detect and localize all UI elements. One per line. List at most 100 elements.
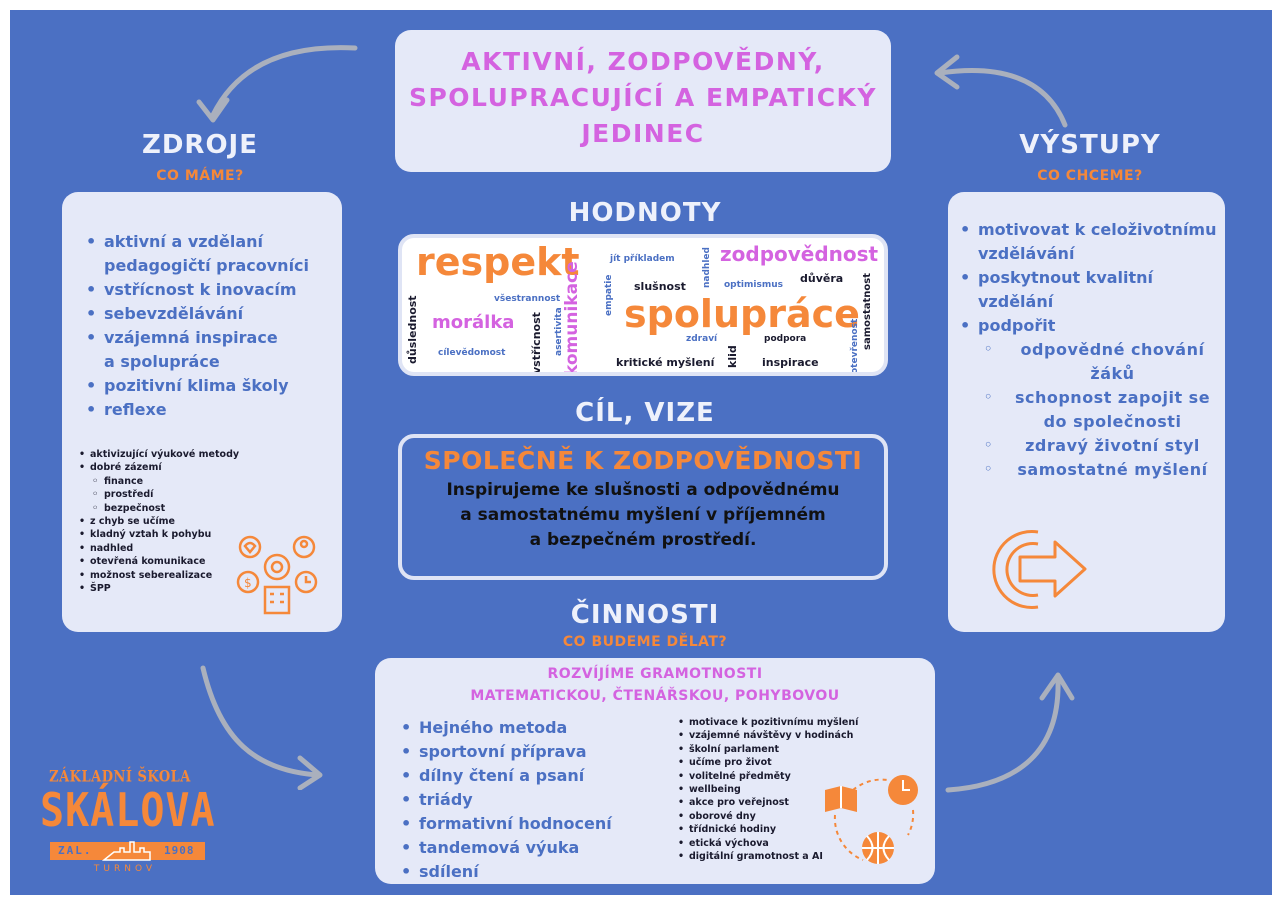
people-gear-icon: $ xyxy=(236,535,318,615)
cinnosti-list: Hejného metoda sportovní příprava dílny … xyxy=(397,716,612,884)
logo-left: ZAL. xyxy=(58,844,93,857)
list-item: a spolupráce xyxy=(104,352,220,371)
arrow-top-left-icon xyxy=(196,45,358,123)
arrow-bottom-left-icon xyxy=(200,665,323,790)
word-kriticke-mysleni: kritické myšlení xyxy=(616,356,715,369)
word-otevrenost: otevřenost xyxy=(850,318,860,374)
vystupy-card: motivovat k celoživotnímu vzdělávání pos… xyxy=(948,192,1225,632)
cil-line-1: Inspirujeme ke slušnosti a odpovědnému xyxy=(446,480,840,500)
list-item: pozitivní klima školy xyxy=(82,374,342,398)
svg-text:$: $ xyxy=(244,576,252,590)
list-item: volitelné předměty xyxy=(675,770,858,784)
hodnoty-title: HODNOTY xyxy=(568,198,722,228)
list-item: schopnost zapojit se xyxy=(956,386,1225,410)
list-item: etická výchova xyxy=(675,837,858,851)
list-item: digitální gramotnost a AI xyxy=(675,850,858,864)
list-item: prostředí xyxy=(76,488,342,502)
list-item: vstřícnost k inovacím xyxy=(82,278,342,302)
list-item: vzdělání xyxy=(978,292,1054,311)
word-asertivita: asertivita xyxy=(554,307,564,356)
word-inspirace: inspirace xyxy=(762,356,819,369)
vision-line-3: JEDINEC xyxy=(581,119,705,148)
list-item: sdílení xyxy=(397,860,612,884)
list-item: motivace k pozitivnímu myšlení xyxy=(675,716,858,730)
list-item: finance xyxy=(76,475,342,489)
vision-line-2: SPOLUPRACUJÍCÍ A EMPATICKÝ xyxy=(408,83,878,112)
zdroje-subtitle: CO MÁME? xyxy=(156,168,244,184)
vystupy-subtitle: CO CHCEME? xyxy=(1037,168,1143,184)
word-komunikace: komunikace xyxy=(562,261,582,376)
zdroje-card: aktivní a vzdělaní pedagogičtí pracovníc… xyxy=(62,192,342,632)
list-item: samostatné myšlení xyxy=(956,458,1225,482)
list-item: formativní hodnocení xyxy=(397,812,612,836)
list-item: učíme pro život xyxy=(675,756,858,770)
list-item: poskytnout kvalitní xyxy=(956,266,1225,290)
cil-line-3: a bezpečném prostředí. xyxy=(529,530,757,550)
word-samostatnost: samostatnost xyxy=(862,273,873,350)
list-item: ŠPP xyxy=(76,582,342,596)
list-item: třídnické hodiny xyxy=(675,823,858,837)
list-item: motivovat k celoživotnímu xyxy=(956,218,1225,242)
cinnosti-subtitle: CO BUDEME DĚLAT? xyxy=(562,634,728,650)
word-duvera: důvěra xyxy=(800,272,844,285)
word-zdravi: zdraví xyxy=(686,334,718,344)
cinnosti-title: ČINNOSTI xyxy=(570,600,720,630)
cinnosti-heading-2: MATEMATICKOU, ČTENÁŘSKOU, POHYBOVOU xyxy=(470,688,840,704)
list-item: Hejného metoda xyxy=(397,716,612,740)
list-item: vzájemné návštěvy v hodinách xyxy=(675,729,858,743)
list-item: možnost seberealizace xyxy=(76,569,342,583)
castle-icon xyxy=(102,841,151,861)
list-item: vzdělávání xyxy=(978,244,1075,263)
list-item: sebevzdělávání xyxy=(82,302,342,326)
list-item: odpovědné chování xyxy=(956,338,1225,362)
cinnosti-small-list: motivace k pozitivnímu myšlení vzájemné … xyxy=(675,716,858,864)
word-spoluprace: spolupráce xyxy=(624,292,860,336)
vystupy-list: motivovat k celoživotnímu vzdělávání pos… xyxy=(956,218,1225,482)
word-jit-prikladem: jít příkladem xyxy=(610,254,675,264)
list-item: sportovní příprava xyxy=(397,740,612,764)
word-nadhled: nadhled xyxy=(702,247,712,288)
list-item: dobré zázemí xyxy=(76,461,342,475)
list-item: kladný vztah k pohybu xyxy=(76,528,342,542)
arrow-bottom-right-icon xyxy=(945,672,1075,793)
word-optimismus: optimismus xyxy=(724,280,783,290)
word-moralka: morálka xyxy=(432,312,515,333)
book-clock-ball-icon xyxy=(825,775,918,864)
logo-line-1: ZÁKLADNÍ ŠKOLA xyxy=(49,768,191,787)
list-item: podpořit xyxy=(956,314,1225,338)
zdroje-title: ZDROJE xyxy=(142,130,258,160)
word-duslednost: důslednost xyxy=(406,295,419,364)
word-podpora: podpora xyxy=(764,334,807,344)
list-item: zdravý životní styl xyxy=(956,434,1225,458)
word-slusnost: slušnost xyxy=(634,280,686,293)
list-item: akce pro veřejnost xyxy=(675,796,858,810)
word-cilevedomost: cílevědomost xyxy=(438,348,506,358)
list-item: tandemová výuka xyxy=(397,836,612,860)
word-vsestrannost: všestrannost xyxy=(494,294,561,304)
list-item: školní parlament xyxy=(675,743,858,757)
infographic-canvas: AKTIVNÍ, ZODPOVĚDNÝ, SPOLUPRACUJÍCÍ A EM… xyxy=(10,10,1272,895)
list-item: otevřená komunikace xyxy=(76,555,342,569)
list-item: žáků xyxy=(1090,364,1135,383)
list-item: dílny čtení a psaní xyxy=(397,764,612,788)
cil-headline: SPOLEČNĚ K ZODPOVĚDNOSTI xyxy=(423,446,863,475)
hodnoty-box: respekt komunikace jít příkladem empatie… xyxy=(398,234,888,376)
word-zodpovednost: zodpovědnost xyxy=(720,242,879,266)
list-item: reflexe xyxy=(82,398,342,422)
logo-town: TURNOV xyxy=(93,864,157,874)
list-item: vzájemná inspirace xyxy=(82,326,342,350)
list-item: pedagogičtí pracovníci xyxy=(104,256,310,275)
list-item: aktivizující výukové metody xyxy=(76,448,342,462)
logo-year: 1908 xyxy=(164,844,195,857)
word-empatie: empatie xyxy=(604,274,614,317)
list-item: wellbeing xyxy=(675,783,858,797)
list-item: bezpečnost xyxy=(76,502,342,516)
cil-box: SPOLEČNĚ K ZODPOVĚDNOSTI Inspirujeme ke … xyxy=(398,434,888,580)
cil-line-2: a samostatnému myšlení v příjemném xyxy=(460,505,826,525)
logo-ribbon xyxy=(50,842,205,860)
vision-box: AKTIVNÍ, ZODPOVĚDNÝ, SPOLUPRACUJÍCÍ A EM… xyxy=(395,30,891,172)
list-item: oborové dny xyxy=(675,810,858,824)
list-item: aktivní a vzdělaní xyxy=(82,230,342,254)
vision-line-1: AKTIVNÍ, ZODPOVĚDNÝ, xyxy=(461,47,825,76)
vystupy-title: VÝSTUPY xyxy=(1019,130,1161,160)
